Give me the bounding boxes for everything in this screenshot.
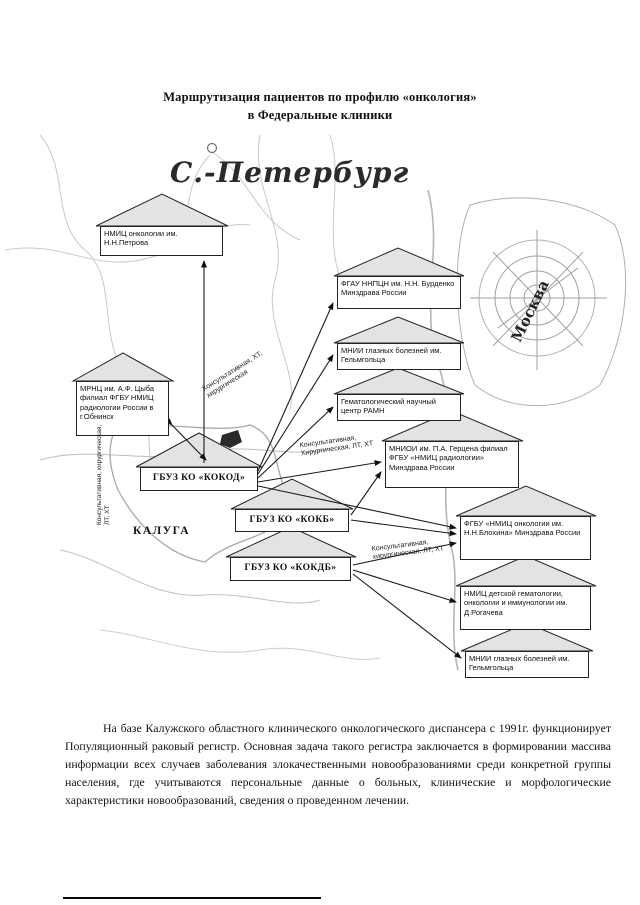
node-kokdb: ГБУЗ КО «КОКДБ» [230, 557, 351, 581]
city-label-spb: С.-Петербург [170, 156, 410, 189]
node-kokb: ГБУЗ КО «КОКБ» [235, 509, 349, 532]
roof-blokhin [455, 485, 597, 517]
facility-roofs [71, 193, 597, 652]
map-dark-cluster [220, 430, 242, 448]
node-hematology: Гематологический научный центр РАМН [337, 394, 461, 421]
node-helmholtz-bottom: МНИИ глазных болезней им. Гельмгольца [465, 651, 589, 678]
city-label-kaluga: КАЛУГА [133, 525, 191, 537]
title-line-1: Маршрутизация пациентов по профилю «онко… [163, 90, 477, 104]
node-petrova: НМИЦ онкологии им. Н.Н.Петрова [100, 226, 223, 256]
arrow-kokdb-blokhin [352, 541, 457, 566]
edge-label-consult-surgery-lt-ht-left: Консультативная, хирургическая, ЛТ, ХТ [96, 424, 111, 525]
node-tsyba: МРНЦ им. А.Ф. Цыба филиал ФГБУ НМИЦ ради… [76, 381, 169, 436]
spb-city-marker-icon [206, 142, 218, 154]
roof-helmholtz-top [333, 316, 465, 344]
arrow-kokdb-rogachev [352, 569, 457, 603]
roof-tsyba [71, 352, 175, 382]
arrow-kokod-helmholtz-top [257, 354, 334, 475]
title-line-2: в Федеральные клиники [247, 108, 393, 123]
roof-petrova [95, 193, 229, 227]
map-and-arrows-layer [4, 134, 627, 671]
page-title: Маршрутизация пациентов по профилю «онко… [0, 88, 640, 124]
arrow-kokb-herzen [350, 471, 382, 516]
roof-burdenko [333, 247, 465, 277]
arrow-kokod-tsyba [165, 418, 207, 461]
roof-rogachev [455, 555, 597, 587]
node-kokod: ГБУЗ КО «КОКОД» [140, 467, 258, 491]
node-rogachev: НМИЦ детской гематологии, онкологии и им… [460, 586, 591, 630]
node-burdenko: ФГАУ ННПЦН им. Н.Н. Бурденко Минздрава Р… [337, 276, 461, 309]
footer-rule [63, 897, 321, 899]
moscow-rings-icon [470, 230, 607, 370]
arrow-kokod-burdenko [257, 302, 334, 472]
body-paragraph: На базе Калужского областного клиническо… [65, 721, 611, 807]
arrow-kokod-hematology [257, 406, 334, 479]
routing-arrows [165, 260, 462, 659]
node-helmholtz-top: МНИИ глазных болезней им. Гельмгольца [337, 343, 461, 370]
roof-hematology [333, 367, 465, 395]
node-blokhin: ФГБУ «НМИЦ онкологии им. Н.Н.Блохина» Ми… [460, 516, 591, 560]
arrow-kokdb-helmholtz-bottom [352, 573, 462, 659]
arrow-kokb-blokhin [350, 519, 457, 537]
routing-diagram: С.-Петербург Москва КАЛУГА НМИЦ онкологи… [0, 130, 640, 702]
node-herzen: МНИОИ им. П.А. Герцена филиал ФГБУ «НМИЦ… [385, 441, 519, 488]
arrow-kokod-herzen [257, 460, 382, 483]
roof-kokod [135, 432, 263, 468]
